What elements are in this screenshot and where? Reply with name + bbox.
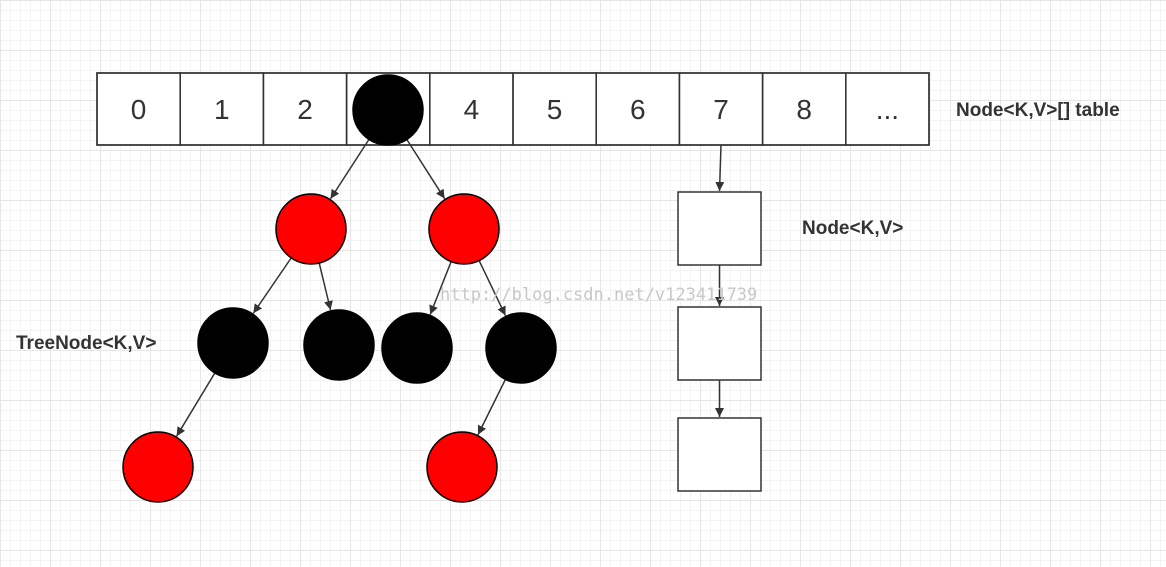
- table-cell-label: 1: [214, 94, 230, 125]
- black-tree-node: [352, 74, 424, 146]
- table-cell-label: 8: [796, 94, 812, 125]
- red-black-tree: [122, 74, 557, 503]
- table-cell-label: ...: [876, 94, 899, 125]
- tree-edge: [252, 257, 292, 314]
- tree-edge: [477, 379, 507, 436]
- black-tree-node: [197, 307, 269, 379]
- tree-edge: [406, 139, 446, 200]
- list-node-label: Node<K,V>: [802, 218, 903, 239]
- red-tree-node: [426, 431, 498, 503]
- edges: [175, 138, 725, 437]
- red-tree-node: [428, 193, 500, 265]
- list-edge: [715, 144, 725, 192]
- table-cell-label: 4: [464, 94, 480, 125]
- tree-edge: [329, 138, 370, 200]
- list-node: [677, 191, 762, 266]
- tree-edge: [429, 261, 452, 315]
- table-label: Node<K,V>[] table: [956, 100, 1120, 121]
- table-cell-label: 0: [131, 94, 147, 125]
- table-cell: [845, 72, 930, 146]
- tree-edge: [175, 372, 216, 437]
- linked-list: [677, 191, 762, 492]
- table-cell-label: 2: [297, 94, 313, 125]
- table-cell-label: 6: [630, 94, 646, 125]
- black-tree-node: [303, 309, 375, 381]
- list-node: [677, 306, 762, 381]
- tree-node-label: TreeNode<K,V>: [16, 333, 156, 354]
- table-cell-label: 5: [547, 94, 563, 125]
- list-node: [677, 417, 762, 492]
- black-tree-node: [381, 312, 453, 384]
- tree-edge: [478, 260, 507, 316]
- watermark-text: http://blog.csdn.net/v123411739: [440, 285, 757, 305]
- red-tree-node: [122, 431, 194, 503]
- node-table-array: 0 1 2 4 5 6 7 8...: [96, 72, 930, 146]
- table-cell-label: 7: [713, 94, 729, 125]
- black-tree-node: [485, 312, 557, 384]
- red-tree-node: [275, 193, 347, 265]
- tree-edge: [318, 262, 333, 311]
